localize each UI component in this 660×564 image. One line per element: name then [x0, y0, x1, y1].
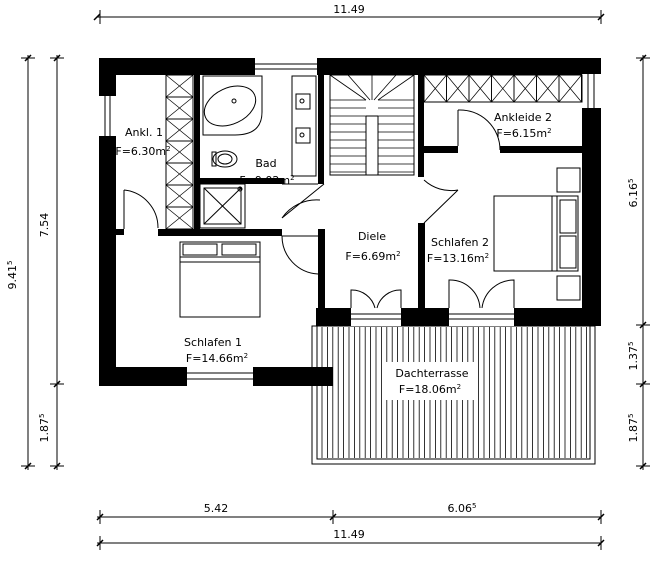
room-name-schlafen-2: Schlafen 2: [431, 236, 489, 249]
room-name-ankleide-2: Ankleide 2: [494, 111, 552, 124]
dim-left-inner-lower: 1.875: [38, 414, 51, 443]
bathtub: [202, 75, 263, 136]
room-name-bad: Bad: [255, 157, 276, 170]
room-name-diele: Diele: [358, 230, 386, 243]
doors: [123, 109, 515, 309]
interior-walls: [116, 75, 582, 319]
toilet: [211, 150, 238, 168]
dimension-lines: [21, 10, 650, 550]
terrace-label-bg: [385, 362, 477, 400]
room-area-ankl-1: F=6.30m2: [115, 145, 170, 158]
room-area-ankleide-2: F=6.15m2: [496, 127, 551, 140]
room-name-schlafen-1: Schlafen 1: [184, 336, 242, 349]
shower: [199, 183, 246, 229]
dim-bottom-right: 6.065: [448, 502, 477, 515]
bed-schlafen-2: [493, 167, 581, 301]
room-area-diele: F=6.69m2: [345, 250, 400, 263]
room-labels: Ankl. 1 F=6.30m2 Bad F=9.02m2 Ankleide 2…: [115, 111, 552, 396]
fixtures: [165, 74, 583, 318]
staircase: [329, 74, 415, 176]
dim-left-outer: 9.415: [6, 261, 19, 290]
dim-top-total: 11.49: [333, 3, 365, 16]
vanity: [291, 75, 317, 177]
room-area-schlafen-1: F=14.66m2: [186, 352, 248, 365]
room-area-bad: F=9.02m2: [239, 174, 294, 187]
dim-bottom-left: 5.42: [204, 502, 229, 515]
dim-bottom-total: 11.49: [333, 528, 365, 541]
room-name-ankl-1: Ankl. 1: [125, 126, 163, 139]
bed-schlafen-1: [179, 241, 261, 318]
room-area-dachterrasse: F=18.06m2: [399, 383, 461, 396]
room-name-dachterrasse: Dachterrasse: [395, 367, 468, 380]
room-area-schlafen-2: F=13.16m2: [427, 252, 489, 265]
windows: [99, 58, 601, 386]
dim-left-inner-upper: 7.54: [38, 213, 51, 238]
dim-right-lower: 1.875: [627, 414, 640, 443]
dim-right-middle: 1.375: [627, 342, 640, 371]
dim-right-upper: 6.165: [627, 179, 640, 208]
